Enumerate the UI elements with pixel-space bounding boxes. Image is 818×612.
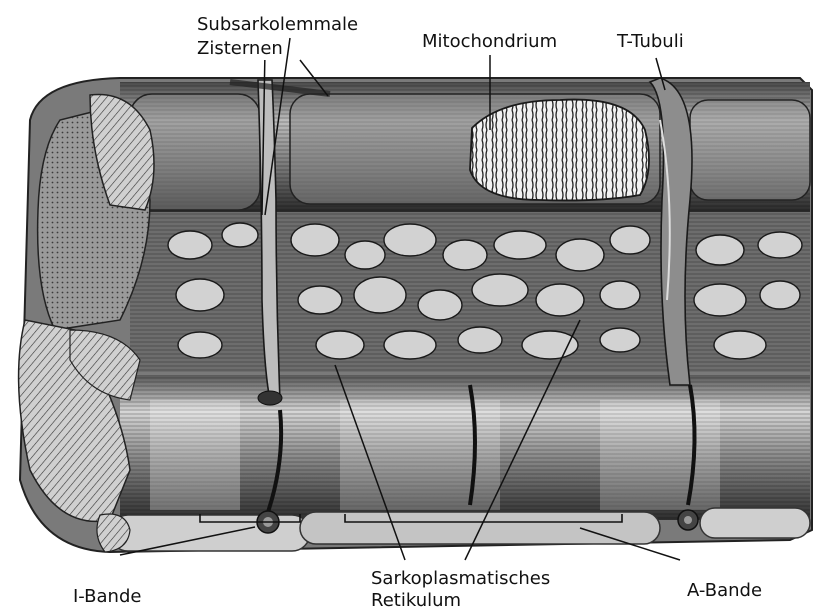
label-i-bande: I-Bande bbox=[70, 586, 144, 608]
label-zisternen: Zisternen bbox=[194, 38, 286, 60]
label-mitochondrium: Mitochondrium bbox=[419, 31, 560, 53]
mitochondrion bbox=[470, 100, 649, 201]
label-subsarkolemmale: Subsarkolemmale bbox=[194, 14, 361, 36]
label-t-tubuli: T-Tubuli bbox=[614, 31, 687, 53]
label-retikulum: Retikulum bbox=[368, 590, 464, 612]
label-a-bande: A-Bande bbox=[684, 580, 765, 602]
label-sarkoplasmatisches: Sarkoplasmatisches bbox=[368, 568, 553, 590]
